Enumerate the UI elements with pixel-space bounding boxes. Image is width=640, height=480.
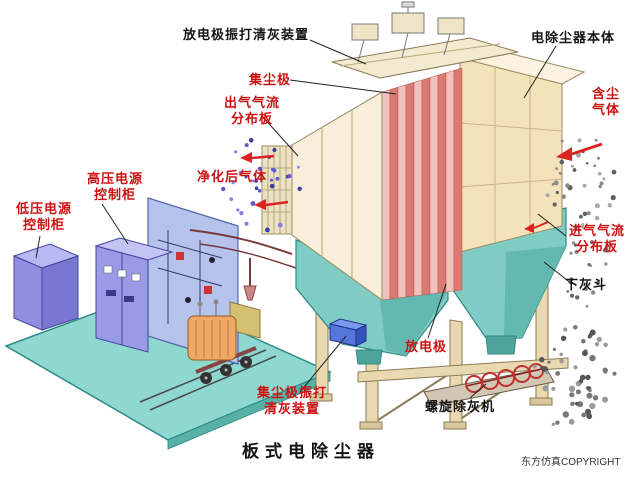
- ash-pile-particles: [532, 325, 617, 426]
- label-discharge-rapper: 放电极振打清灰装置: [183, 27, 310, 42]
- dusty-gas-particles: [545, 138, 617, 230]
- clean-gas-particles: [221, 138, 302, 233]
- label-discharge-electrode: 放电极: [405, 339, 448, 354]
- copyright-text: 东方仿真COPYRIGHT: [521, 457, 621, 468]
- screw-conveyor-assembly: [423, 363, 555, 407]
- label-dusty-gas: 含尘 气体: [591, 86, 620, 117]
- label-lower-hopper: 下灰斗: [565, 277, 608, 292]
- dust-particles-mid: [566, 240, 608, 308]
- label-hv-cabinet: 高压电源 控制柜: [86, 171, 143, 202]
- label-clean-gas: 净化后气体: [197, 169, 268, 184]
- low-voltage-cabinet: [12, 243, 80, 331]
- support-beam: [357, 357, 569, 383]
- hv-bus-pipes: [189, 229, 297, 301]
- high-voltage-cabinet: [94, 237, 174, 353]
- inlet-distribution-arrow: [533, 221, 549, 229]
- outlet-funnel: [261, 91, 383, 301]
- leader-lines: [35, 39, 573, 399]
- hopper-neck: [485, 335, 517, 355]
- inlet-gas-arrow: [571, 142, 603, 156]
- label-collecting-rapper: 集尘极振打 清灰装置: [256, 385, 327, 416]
- clean-gas-arrow: [265, 200, 289, 207]
- label-collecting-electrode: 集尘极: [249, 72, 292, 87]
- diagram-title: 板式电除尘器: [242, 442, 380, 461]
- hopper-neck: [355, 349, 383, 365]
- plate-rapper-box: [328, 318, 368, 347]
- label-inlet-distribution: 进气气流 分布板: [568, 223, 625, 254]
- label-esp-body: 电除尘器本体: [531, 30, 616, 45]
- top-rapping-structure: [331, 1, 519, 79]
- gas-flow-arrows: [240, 142, 603, 233]
- outlet-distribution-plate: [261, 145, 293, 235]
- label-outlet-distribution: 出气气流 分布板: [223, 95, 280, 126]
- collecting-plates: [381, 67, 463, 301]
- transformer: [187, 299, 257, 384]
- label-lv-cabinet: 低压电源 控制柜: [15, 201, 72, 232]
- label-screw-conveyor: 螺旋除灰机: [425, 399, 496, 414]
- trolley-rail: [149, 355, 277, 411]
- clean-gas-arrow: [251, 154, 275, 160]
